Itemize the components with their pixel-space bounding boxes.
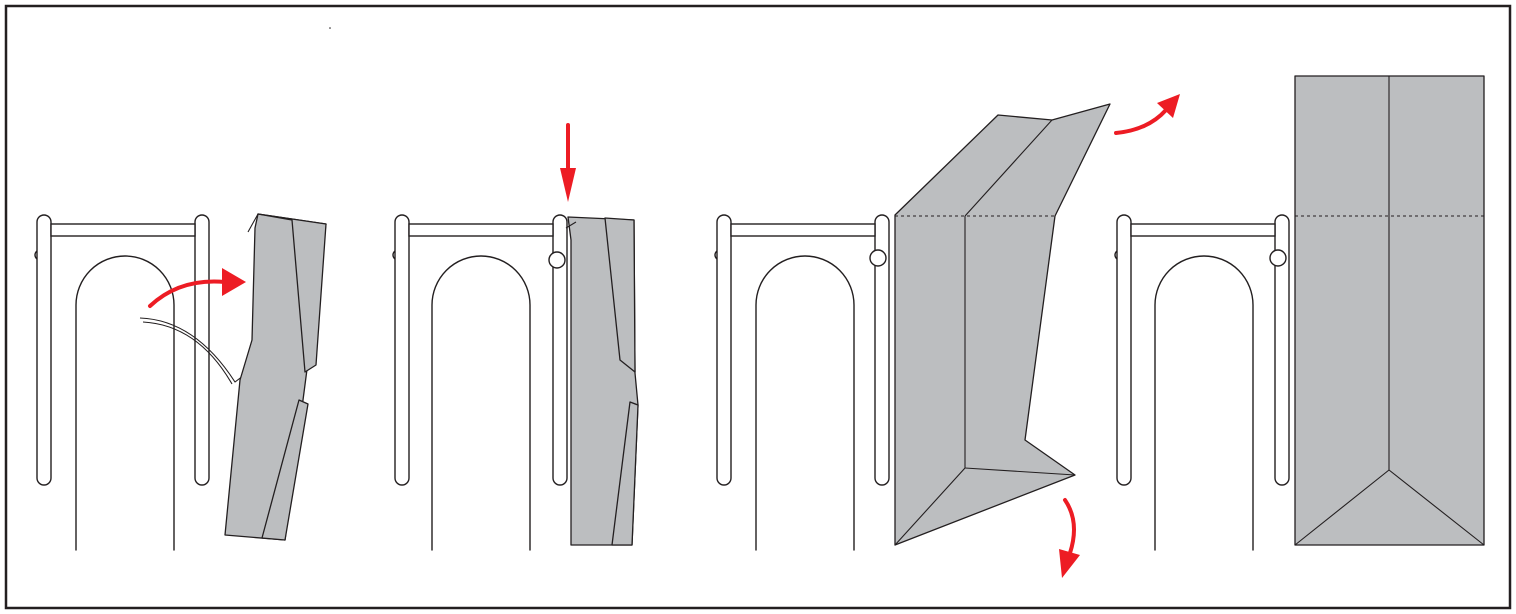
- hanger-loop-4: [1154, 255, 1254, 551]
- fabric-fold-upper: [257, 213, 327, 373]
- hanger-clip: [1269, 249, 1287, 267]
- rack-top-bar: [408, 223, 554, 237]
- crease-bottom: [964, 467, 1076, 476]
- fabric-fold-lower: [261, 399, 309, 541]
- fabric-fold-upper: [604, 217, 636, 373]
- hanger-loop-3: [755, 255, 855, 551]
- rack-right-upright: [552, 214, 568, 486]
- rack-left-upright: [1116, 214, 1132, 486]
- rack-right-upright: [874, 214, 890, 486]
- rack-top-bar: [50, 223, 196, 237]
- crease-upper: [964, 119, 1053, 217]
- step-3: [714, 94, 1180, 578]
- curved-arrow-up-right: [1114, 94, 1180, 135]
- curved-arrow-down: [1059, 498, 1080, 578]
- rack-left-upright: [394, 214, 410, 486]
- rack-left-upright: [716, 214, 732, 486]
- rack-right-upright: [1274, 214, 1290, 486]
- curved-arrow-right-shaft: [148, 279, 227, 308]
- hanger-clip: [869, 249, 887, 267]
- strap-line: [139, 317, 249, 383]
- fabric-edge: [247, 213, 259, 233]
- hanger-clip: [548, 251, 566, 269]
- step-4: [1114, 75, 1485, 551]
- rack-right-upright: [194, 214, 210, 486]
- rack-top-bar: [730, 223, 876, 237]
- curved-arrow-down-head: [1059, 549, 1080, 578]
- crease-bottom: [1294, 469, 1485, 546]
- curved-arrow-up-right-head: [1157, 94, 1180, 118]
- fabric-fold-lower: [611, 401, 639, 546]
- curved-arrow-down-shaft: [1063, 498, 1076, 555]
- curved-arrow-up-right-shaft: [1114, 108, 1168, 135]
- steps-layer: [34, 27, 1485, 578]
- step-1: [34, 213, 327, 551]
- step-2: [392, 123, 639, 551]
- hanger-loop-2: [431, 255, 531, 551]
- rack-left-upright: [36, 214, 52, 486]
- hanger-loop-1: [75, 255, 175, 551]
- rack-top-bar: [1130, 223, 1276, 237]
- strap-line-inner: [142, 321, 233, 385]
- curved-arrow-right-head: [222, 268, 246, 296]
- arrow-down-head: [560, 168, 576, 202]
- curved-arrow-right: [148, 268, 246, 308]
- speck: [329, 27, 331, 29]
- fabric-edge: [565, 221, 577, 229]
- fabric-panel: [894, 103, 1111, 546]
